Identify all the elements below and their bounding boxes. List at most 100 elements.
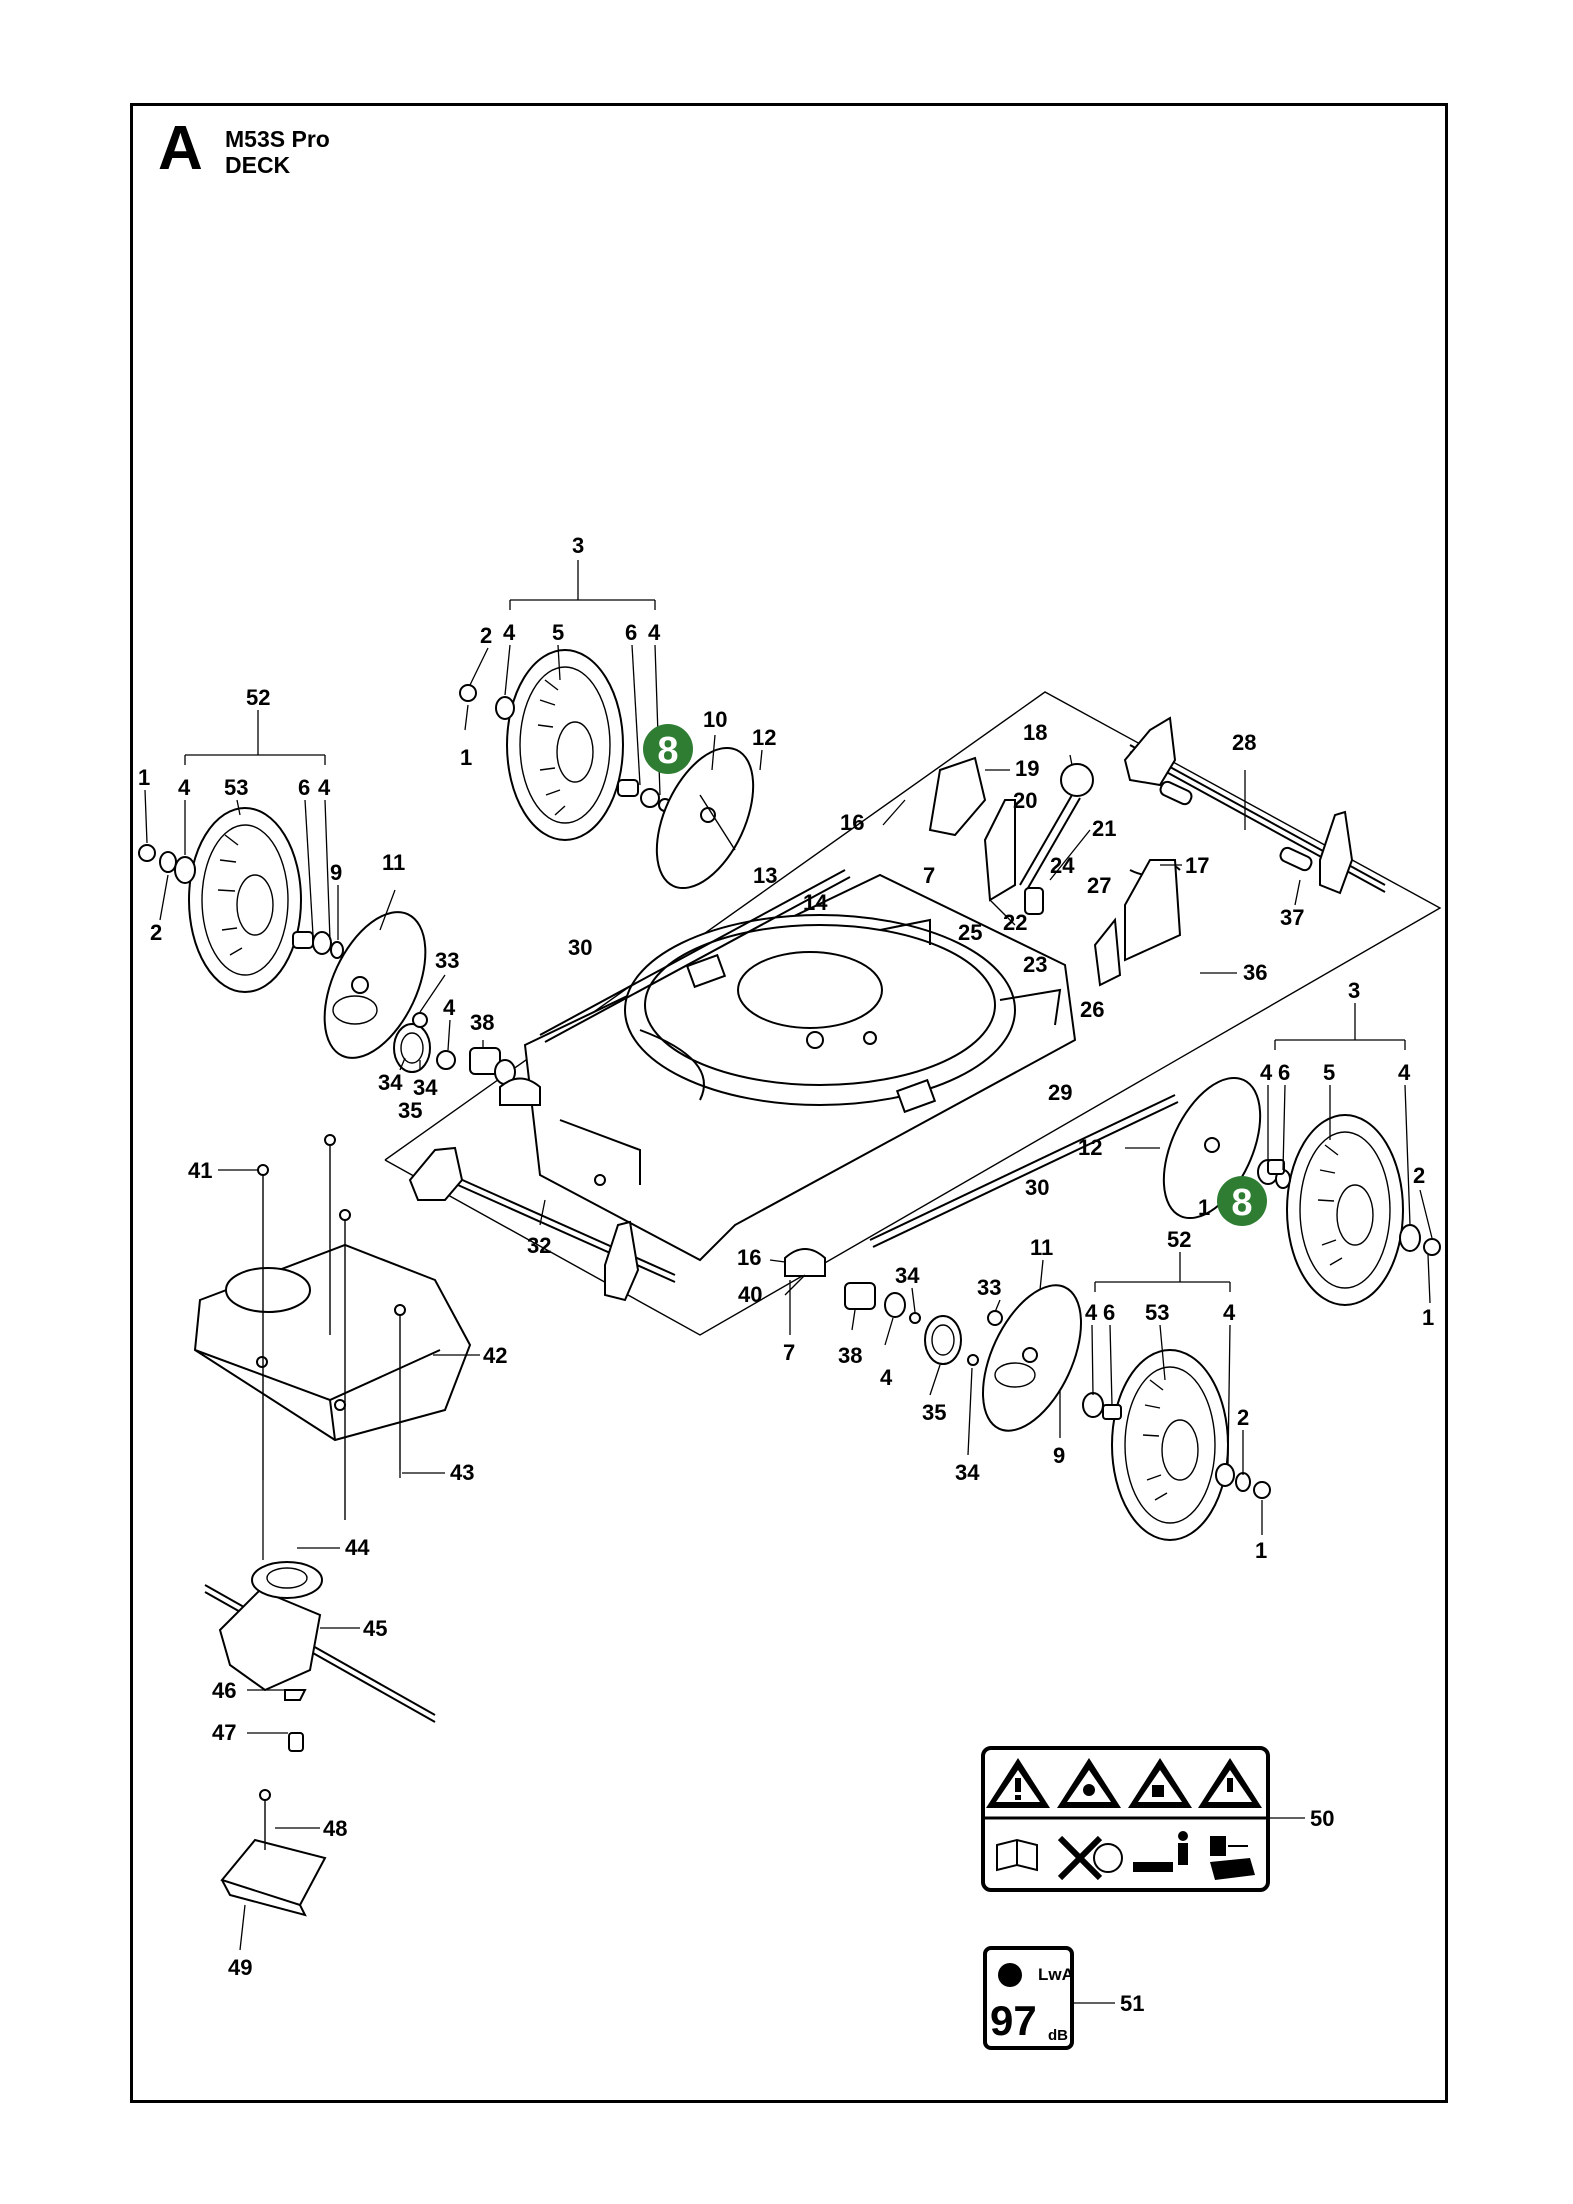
callout: 5 — [552, 620, 564, 645]
plug-cover — [220, 1789, 327, 1917]
callout: 1 — [1422, 1305, 1434, 1330]
discharge-cover — [193, 1243, 472, 1442]
callout: 40 — [738, 1282, 762, 1307]
callout: 9 — [330, 860, 342, 885]
callout: 2 — [150, 920, 162, 945]
read-manual-icon — [996, 1838, 1038, 1872]
badge-8-right: 8 — [1217, 1176, 1267, 1226]
height-rods — [539, 869, 1179, 1248]
callout: 38 — [838, 1343, 862, 1368]
callout: 43 — [450, 1460, 474, 1485]
callout: 41 — [188, 1158, 212, 1183]
callout: 45 — [363, 1616, 387, 1641]
callout: 2 — [1413, 1163, 1425, 1188]
callout: 4 — [178, 775, 191, 800]
warning-thrown-objects-icon — [1128, 1758, 1192, 1808]
callout: 52 — [246, 685, 270, 710]
callout: 6 — [625, 620, 637, 645]
callout: 37 — [1280, 905, 1304, 930]
callout: 44 — [345, 1535, 370, 1560]
callout: 7 — [923, 863, 935, 888]
callout: 4 — [1223, 1300, 1236, 1325]
callout: 32 — [527, 1233, 551, 1258]
callout: 34 — [378, 1070, 403, 1095]
disconnect-spark-plug-icon — [1210, 1836, 1255, 1880]
callout: 25 — [958, 920, 982, 945]
callout: 17 — [1185, 853, 1209, 878]
callout: 27 — [1087, 873, 1111, 898]
decal-50 — [981, 1746, 1270, 1892]
no-hands-icon — [1057, 1835, 1123, 1881]
callout: 51 — [1120, 1991, 1144, 2016]
callout: 34 — [895, 1263, 920, 1288]
callout: 1 — [1255, 1538, 1267, 1563]
screws — [257, 1134, 406, 1520]
keep-bystanders-away-icon — [1133, 1831, 1188, 1872]
callout: 7 — [783, 1340, 795, 1365]
callout: 1 — [460, 745, 472, 770]
diagram-frame — [130, 103, 1448, 2103]
callout: 34 — [413, 1075, 438, 1100]
warning-triangle-icon — [986, 1758, 1050, 1808]
model-name: M53S Pro — [225, 126, 330, 152]
callout: 4 — [648, 620, 661, 645]
callout: 2 — [1237, 1405, 1249, 1430]
decal-51: LwA 97 dB — [983, 1946, 1074, 2050]
leader-lines — [144, 560, 1433, 2004]
callout: 3 — [572, 533, 584, 558]
callout: 1 — [138, 765, 150, 790]
callout: 21 — [1092, 816, 1116, 841]
callout: 14 — [803, 890, 828, 915]
hubcap-top — [655, 746, 755, 890]
callout: 6 — [1103, 1300, 1115, 1325]
callout: 4 — [880, 1365, 893, 1390]
callout: 23 — [1023, 952, 1047, 977]
callout: 11 — [1030, 1235, 1053, 1260]
callout: 35 — [922, 1400, 946, 1425]
callout: 28 — [1232, 730, 1256, 755]
front-axle — [408, 1146, 676, 1302]
sound-level-value: 97 — [990, 1997, 1037, 2044]
rear-wheel-right — [1257, 1114, 1441, 1306]
callout: 10 — [703, 707, 727, 732]
callout: 53 — [1145, 1300, 1169, 1325]
callout: 5 — [1323, 1060, 1335, 1085]
callout: 46 — [212, 1678, 236, 1703]
callout: 33 — [435, 948, 459, 973]
mower-deck — [523, 873, 1077, 1262]
callout: 19 — [1015, 756, 1039, 781]
callout: 38 — [470, 1010, 494, 1035]
callout: 1 — [1198, 1195, 1210, 1220]
rear-wheel-left — [138, 807, 344, 993]
assembly-name: DECK — [225, 152, 291, 178]
part-callouts: 3 2 4 5 6 4 1 10 12 52 1 4 53 6 4 2 9 11… — [138, 533, 1434, 2016]
callout: 29 — [1048, 1080, 1072, 1105]
lwa-symbol: LwA — [1038, 1965, 1074, 1984]
callout: 30 — [1025, 1175, 1049, 1200]
callout: 33 — [977, 1275, 1001, 1300]
callout: 36 — [1243, 960, 1267, 985]
badge-8-top: 8 — [643, 724, 693, 774]
callout: 4 — [1085, 1300, 1098, 1325]
callout: 47 — [212, 1720, 236, 1745]
callout: 13 — [753, 863, 777, 888]
callout: 24 — [1050, 853, 1075, 878]
callout: 11 — [382, 850, 405, 875]
section-letter: A — [158, 114, 203, 183]
hubcap-left — [323, 911, 427, 1059]
sound-level-unit: dB — [1048, 2027, 1068, 2044]
callout: 35 — [398, 1098, 422, 1123]
callout: 2 — [480, 623, 492, 648]
deck-plane-outline — [384, 691, 1442, 1336]
gearbox — [204, 1561, 436, 1752]
callout: 42 — [483, 1343, 507, 1368]
rear-axle — [1123, 716, 1386, 895]
callout: 4 — [1260, 1060, 1273, 1085]
callout: 26 — [1080, 997, 1104, 1022]
callout: 9 — [1053, 1443, 1065, 1468]
badge-label: 8 — [1231, 1182, 1252, 1224]
callout: 4 — [443, 995, 456, 1020]
callout: 3 — [1348, 978, 1360, 1003]
warning-triangle-text-icon — [1198, 1758, 1262, 1808]
